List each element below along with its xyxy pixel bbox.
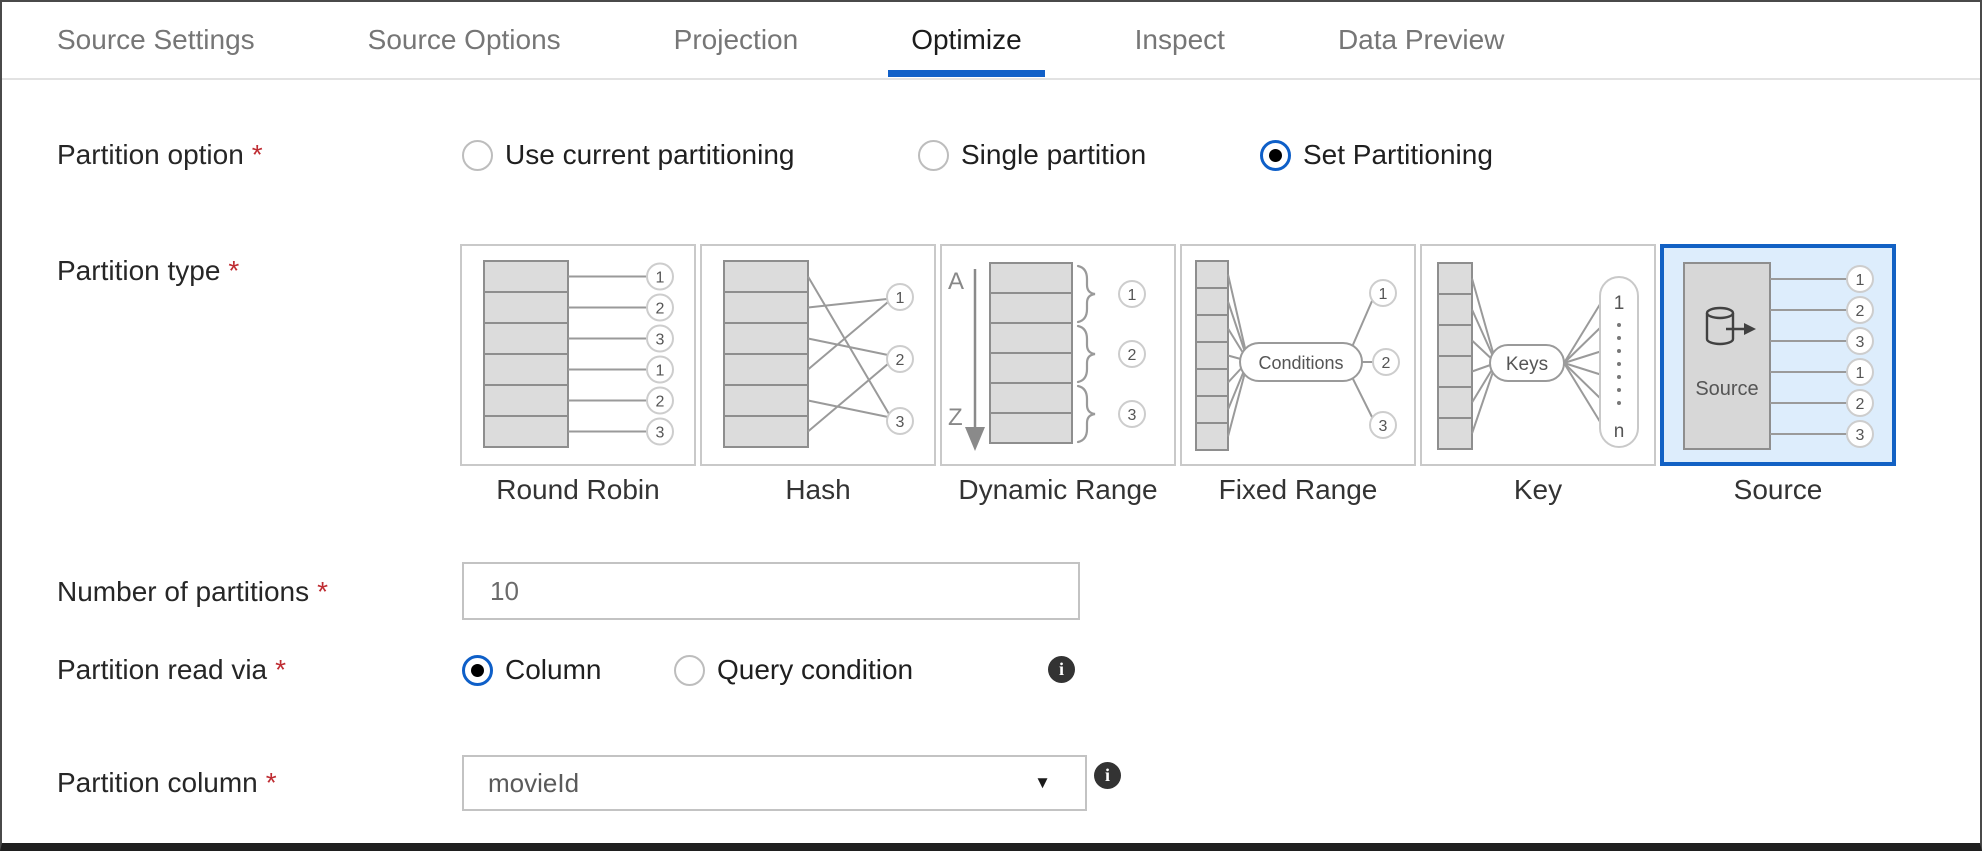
svg-text:2: 2 bbox=[1856, 396, 1865, 413]
svg-text:1: 1 bbox=[896, 290, 905, 307]
partition-option-label: Partition option* bbox=[57, 139, 263, 171]
source-diagram: Source 1 2 3 1 2 bbox=[1683, 262, 1874, 450]
number-of-partitions-input[interactable] bbox=[462, 562, 1080, 620]
svg-text:2: 2 bbox=[656, 301, 665, 318]
partition-type-card-dynamic-range[interactable]: A Z bbox=[940, 244, 1176, 506]
required-asterisk: * bbox=[317, 576, 329, 607]
radio-column[interactable]: Column bbox=[462, 654, 601, 686]
svg-text:3: 3 bbox=[1128, 407, 1137, 424]
required-asterisk: * bbox=[228, 255, 240, 286]
radio-query-condition[interactable]: Query condition bbox=[674, 654, 913, 686]
svg-text:Conditions: Conditions bbox=[1258, 353, 1343, 373]
radio-set-partitioning[interactable]: Set Partitioning bbox=[1260, 139, 1493, 171]
svg-text:1: 1 bbox=[656, 363, 665, 380]
radio-single-partition[interactable]: Single partition bbox=[918, 139, 1146, 171]
hash-card-frame: 1 2 3 bbox=[700, 244, 936, 466]
tab-data-preview[interactable]: Data Preview bbox=[1337, 24, 1505, 55]
round-robin-card-frame: 1 2 3 1 2 3 bbox=[460, 244, 696, 466]
svg-text:2: 2 bbox=[1856, 303, 1865, 320]
radio-circle-icon bbox=[918, 139, 949, 171]
fixed-range-diagram: Conditions 1 2 3 bbox=[1195, 260, 1400, 451]
fixed-range-card-frame: Conditions 1 2 3 bbox=[1180, 244, 1416, 466]
database-icon bbox=[1705, 306, 1746, 346]
required-asterisk: * bbox=[251, 139, 263, 170]
tab-optimize[interactable]: Optimize bbox=[888, 2, 1046, 78]
radio-label: Column bbox=[505, 654, 602, 685]
partition-column-selected-value: movieId bbox=[488, 767, 580, 798]
dynamic-range-diagram: A Z bbox=[948, 262, 1146, 451]
key-diagram: Keys 1 n bbox=[1437, 262, 1639, 450]
svg-text:2: 2 bbox=[1382, 355, 1391, 372]
hash-card-label: Hash bbox=[785, 474, 851, 505]
partition-column-label: Partition column* bbox=[57, 767, 277, 799]
partition-column-label-text: Partition column bbox=[57, 767, 258, 798]
round-robin-card-label: Round Robin bbox=[496, 474, 660, 505]
partition-column-info-icon[interactable]: i bbox=[1094, 762, 1121, 789]
svg-text:3: 3 bbox=[1379, 418, 1388, 435]
partition-read-via-label-text: Partition read via bbox=[57, 654, 268, 685]
partition-type-label-text: Partition type bbox=[57, 255, 221, 286]
dynamic-range-card-frame: A Z bbox=[940, 244, 1176, 466]
partition-type-card-hash[interactable]: 1 2 3 Hash bbox=[700, 244, 936, 506]
tab-projection[interactable]: Projection bbox=[673, 24, 799, 55]
partition-type-cards: 1 2 3 1 2 3 Round Robin bbox=[460, 244, 1896, 506]
source-card-label: Source bbox=[1733, 474, 1823, 505]
radio-circle-icon bbox=[1260, 139, 1291, 171]
radio-label: Set Partitioning bbox=[1303, 139, 1493, 170]
svg-text:2: 2 bbox=[896, 352, 905, 369]
round-robin-diagram: 1 2 3 1 2 3 bbox=[483, 260, 674, 448]
hash-diagram: 1 2 3 bbox=[723, 260, 914, 448]
required-asterisk: * bbox=[265, 767, 277, 798]
svg-text:Source: Source bbox=[1695, 378, 1758, 400]
partition-read-via-label: Partition read via* bbox=[57, 654, 286, 686]
key-card-frame: Keys 1 n bbox=[1420, 244, 1656, 466]
radio-label: Use current partitioning bbox=[505, 139, 795, 170]
svg-text:2: 2 bbox=[1128, 347, 1137, 364]
partition-type-card-fixed-range[interactable]: Conditions 1 2 3 Fixed Range bbox=[1180, 244, 1416, 506]
svg-text:1: 1 bbox=[1856, 365, 1865, 382]
radio-label: Single partition bbox=[961, 139, 1147, 170]
key-card-label: Key bbox=[1513, 474, 1563, 505]
svg-text:3: 3 bbox=[656, 332, 665, 349]
partition-read-via-info-icon[interactable]: i bbox=[1048, 656, 1075, 683]
radio-circle-icon bbox=[674, 654, 705, 686]
partition-option-label-text: Partition option bbox=[57, 139, 244, 170]
partition-type-card-key[interactable]: Keys 1 n Key bbox=[1420, 244, 1656, 506]
svg-text:A: A bbox=[948, 268, 964, 295]
svg-text:1: 1 bbox=[1128, 287, 1137, 304]
svg-text:1: 1 bbox=[656, 270, 665, 287]
svg-text:1: 1 bbox=[1856, 272, 1865, 289]
radio-circle-icon bbox=[462, 139, 493, 171]
svg-text:3: 3 bbox=[656, 425, 665, 442]
partition-type-card-source[interactable]: Source 1 2 3 1 2 bbox=[1660, 244, 1896, 506]
number-of-partitions-label: Number of partitions* bbox=[57, 576, 328, 608]
required-asterisk: * bbox=[275, 654, 287, 685]
radio-circle-icon bbox=[462, 654, 493, 686]
svg-text:Z: Z bbox=[948, 404, 963, 431]
svg-text:1: 1 bbox=[1614, 293, 1625, 314]
tab-inspect[interactable]: Inspect bbox=[1134, 24, 1225, 55]
chevron-down-icon: ▼ bbox=[1034, 773, 1051, 792]
dynamic-range-card-label: Dynamic Range bbox=[958, 474, 1158, 505]
svg-text:2: 2 bbox=[656, 394, 665, 411]
svg-text:Keys: Keys bbox=[1506, 354, 1548, 375]
partition-type-card-round-robin[interactable]: 1 2 3 1 2 3 Round Robin bbox=[460, 244, 696, 506]
radio-label: Query condition bbox=[717, 654, 914, 685]
tab-source-settings[interactable]: Source Settings bbox=[57, 24, 255, 55]
source-card-frame: Source 1 2 3 1 2 bbox=[1660, 244, 1896, 466]
svg-text:3: 3 bbox=[1856, 334, 1865, 351]
number-of-partitions-label-text: Number of partitions bbox=[57, 576, 310, 607]
fixed-range-card-label: Fixed Range bbox=[1218, 474, 1378, 505]
svg-text:3: 3 bbox=[896, 414, 905, 431]
radio-use-current-partitioning[interactable]: Use current partitioning bbox=[462, 139, 794, 171]
partition-column-dropdown[interactable]: movieId ▼ bbox=[462, 755, 1087, 811]
svg-text:1: 1 bbox=[1379, 286, 1388, 303]
tab-source-options[interactable]: Source Options bbox=[367, 24, 561, 55]
svg-text:3: 3 bbox=[1856, 427, 1865, 444]
svg-text:n: n bbox=[1614, 421, 1625, 442]
tab-bar: Source Settings Source Options Projectio… bbox=[2, 2, 1980, 80]
partition-type-label: Partition type* bbox=[57, 255, 239, 287]
